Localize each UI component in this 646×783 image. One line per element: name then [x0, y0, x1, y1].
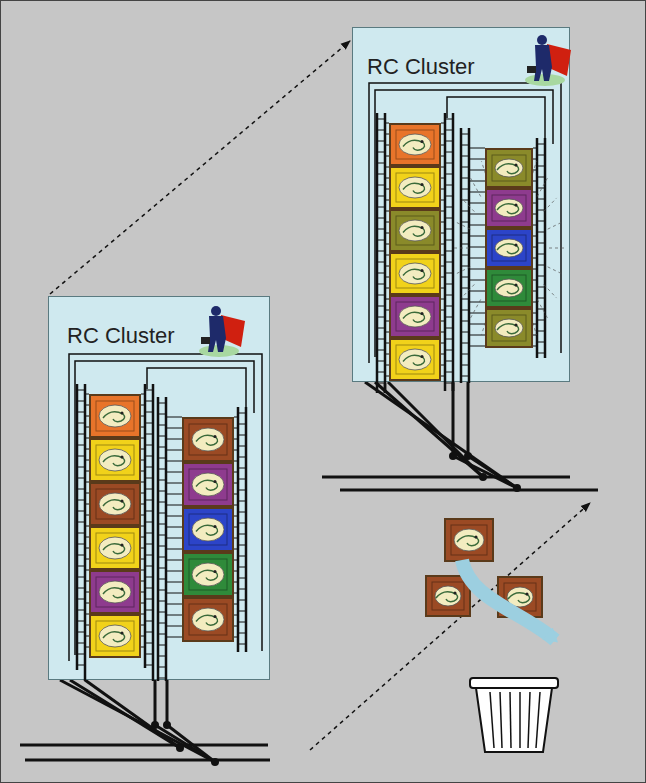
cluster-panel: RC Cluster	[48, 296, 270, 680]
node-tile	[389, 123, 441, 166]
node-tile	[485, 148, 533, 188]
discard-arrow	[462, 560, 555, 640]
zoom-arrow	[50, 41, 350, 294]
node-tile	[485, 308, 533, 348]
cluster-panel: RC Cluster	[352, 27, 570, 382]
node-tile	[389, 295, 441, 338]
network-lines	[322, 382, 598, 490]
superhero-icon	[525, 35, 571, 86]
node-tile	[389, 166, 441, 209]
trash-can	[470, 678, 558, 752]
node-tile	[389, 209, 441, 252]
node-tile	[485, 228, 533, 268]
node-tile	[89, 482, 141, 526]
node-tile	[444, 518, 494, 562]
node-tile	[182, 417, 234, 462]
node-tile	[182, 552, 234, 597]
node-tile	[89, 394, 141, 438]
node-tile	[89, 526, 141, 570]
node-tile	[89, 570, 141, 614]
node-tile	[182, 462, 234, 507]
node-tile	[485, 268, 533, 308]
cluster-title: RC Cluster	[367, 54, 475, 80]
node-tile	[89, 438, 141, 482]
node-tile	[389, 338, 441, 381]
cluster-illustration	[49, 297, 271, 681]
node-tile	[182, 597, 234, 642]
node-tile	[89, 614, 141, 658]
discarded-nodes	[425, 518, 543, 618]
cluster-title: RC Cluster	[67, 323, 175, 349]
superhero-icon	[199, 306, 245, 357]
node-tile	[182, 507, 234, 552]
node-tile	[485, 188, 533, 228]
network-lines	[20, 680, 270, 762]
node-tile	[389, 252, 441, 295]
cluster-illustration	[353, 28, 571, 383]
